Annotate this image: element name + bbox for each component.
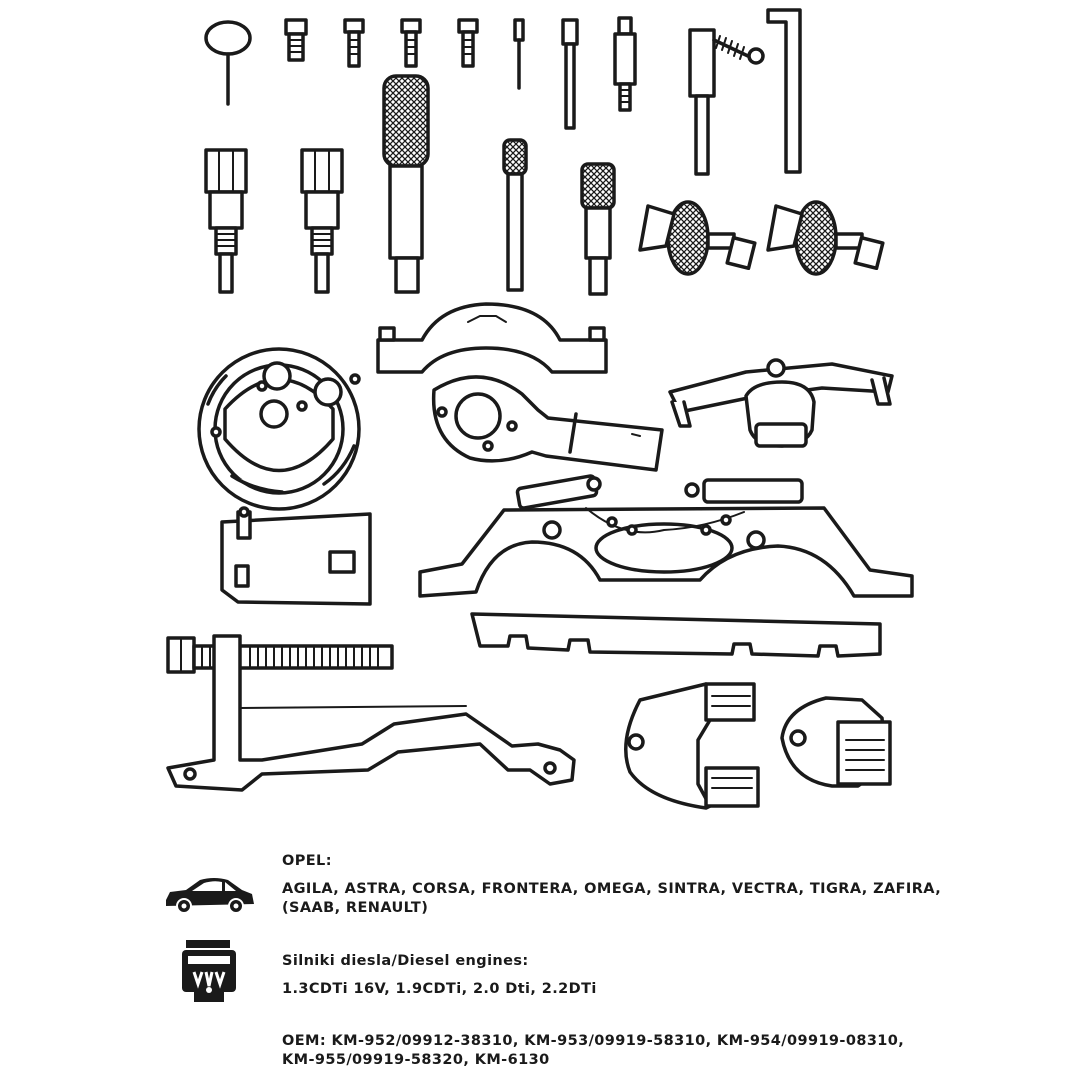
hex-key <box>766 8 802 174</box>
knurled-short-pin <box>580 162 616 296</box>
bolt-3 <box>400 18 422 68</box>
engines-list: 1.3CDTi 16V, 1.9CDTi, 2.0 Dti, 2.2DTi <box>282 981 597 997</box>
thin-pin <box>513 18 525 90</box>
spring-locking-pin <box>688 28 765 176</box>
car-icon <box>166 878 254 914</box>
models-line-2: (SAAB, RENAULT) <box>282 900 429 916</box>
tensioner-wrench <box>431 375 664 472</box>
oem-line-1: OEM: KM-952/09912-38310, KM-953/09919-58… <box>282 1033 905 1049</box>
oem-line-2: KM-955/09919-58320, KM-6130 <box>282 1052 550 1068</box>
long-pin <box>561 18 579 130</box>
flat-timing-bar <box>470 612 882 658</box>
bolt-holder-tool <box>166 634 576 792</box>
threaded-pin <box>613 16 637 112</box>
adjuster-knob-2 <box>766 200 885 276</box>
engines-heading: Silniki diesla/Diesel engines: <box>282 953 529 969</box>
crank-pin-2 <box>300 148 344 294</box>
crank-pin-1 <box>204 148 248 294</box>
sprocket-holder-1 <box>624 682 760 810</box>
bolt-4 <box>457 18 479 68</box>
knurled-long-pin <box>382 74 430 294</box>
camshaft-plate <box>220 506 372 606</box>
sprocket-holder-2 <box>780 696 892 788</box>
adjuster-knob-1 <box>638 200 757 276</box>
bolt-1 <box>284 18 308 62</box>
knurled-thin-pin <box>502 138 528 292</box>
flywheel-locking-disc <box>197 347 361 511</box>
brand-label: OPEL: <box>282 853 332 869</box>
bolt-2 <box>343 18 365 68</box>
camshaft-locking-bracket <box>376 302 608 374</box>
setting-bar <box>418 474 914 598</box>
ring-pin <box>204 20 252 106</box>
bridge-holder <box>668 358 894 448</box>
timing-tool-kit-illustration <box>166 8 914 810</box>
engine-icon <box>182 940 236 1002</box>
models-line-1: AGILA, ASTRA, CORSA, FRONTERA, OMEGA, SI… <box>282 881 942 897</box>
